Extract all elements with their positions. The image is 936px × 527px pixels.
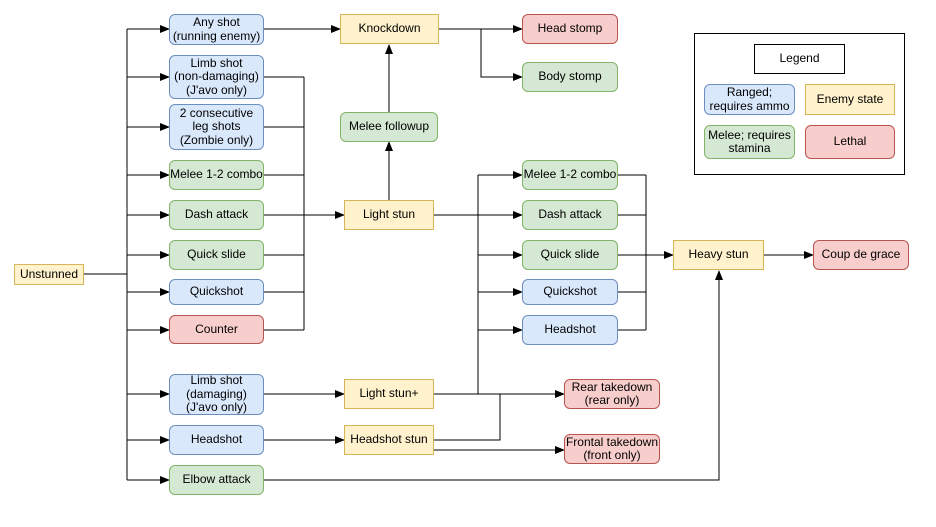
node-knockdown: Knockdown (340, 14, 439, 44)
node-quick-slide-right: Quick slide (522, 240, 618, 270)
node-body-stomp: Body stomp (522, 62, 618, 92)
node-melee-combo-left: Melee 1-2 combo (169, 160, 264, 190)
node-rear-takedown: Rear takedown (rear only) (564, 379, 660, 409)
edges-right-column (264, 171, 565, 454)
node-limb-shot-damaging: Limb shot (damaging) (J'avo only) (169, 374, 264, 415)
node-dash-attack-left: Dash attack (169, 200, 264, 230)
edges-unstunned (84, 25, 170, 484)
node-quickshot-left: Quickshot (169, 279, 264, 305)
node-counter: Counter (169, 315, 264, 344)
edges-knockdown (264, 25, 523, 200)
node-head-stomp: Head stomp (522, 14, 618, 44)
node-headshot-stun: Headshot stun (344, 425, 434, 455)
node-quick-slide-left: Quick slide (169, 240, 264, 270)
node-limb-shot-non-damaging: Limb shot (non-damaging) (J'avo only) (169, 55, 264, 99)
legend-enemy-state: Enemy state (805, 84, 895, 115)
node-dash-attack-right: Dash attack (522, 200, 618, 230)
node-coup-de-grace: Coup de grace (813, 240, 909, 270)
node-light-stun-plus: Light stun+ (344, 379, 434, 409)
node-quickshot-right: Quickshot (522, 279, 618, 305)
node-heavy-stun: Heavy stun (673, 240, 764, 270)
node-any-shot: Any shot (running enemy) (169, 14, 264, 45)
node-unstunned: Unstunned (14, 264, 84, 285)
node-headshot-left: Headshot (169, 425, 264, 455)
node-frontal-takedown: Frontal takedown (front only) (564, 434, 660, 464)
edges-to-light-stun (264, 76, 345, 331)
legend-lethal: Lethal (805, 125, 895, 159)
legend-title: Legend (754, 44, 845, 74)
legend-melee: Melee; requires stamina (704, 125, 795, 159)
legend-ranged: Ranged; requires ammo (704, 84, 795, 115)
node-light-stun: Light stun (344, 200, 434, 230)
node-melee-followup: Melee followup (340, 112, 438, 142)
edges-to-heavy-stun (264, 174, 814, 481)
node-two-leg-shots: 2 consecutive leg shots (Zombie only) (169, 104, 264, 150)
node-headshot-right: Headshot (522, 315, 618, 345)
node-melee-combo-right: Melee 1-2 combo (522, 160, 618, 190)
node-elbow-attack: Elbow attack (169, 465, 264, 495)
